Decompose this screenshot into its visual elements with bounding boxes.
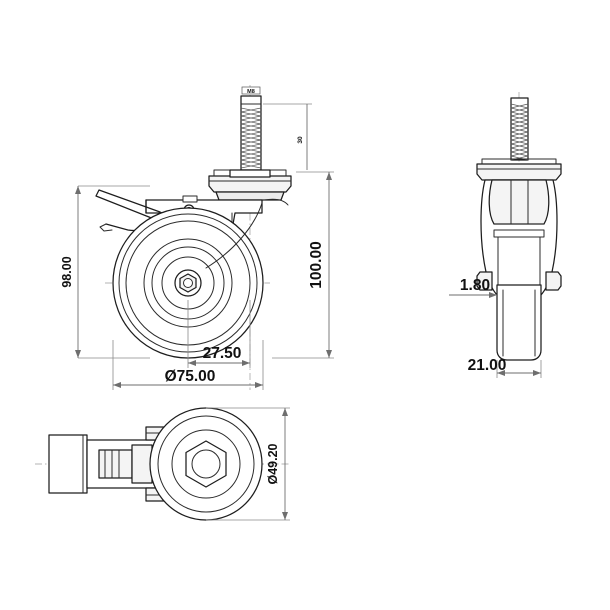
thread-spec-label: M8 [247,89,255,95]
front-view-swivel-caster-with-brake: M8 [60,85,334,390]
dimension-2750-label: 27.50 [203,345,242,362]
arrow-100-top [326,172,332,180]
side-threaded-stem [510,97,529,161]
side-wheel [496,284,542,361]
caster-wheel [112,207,264,359]
stem-body [240,95,262,171]
side-plate-body [476,163,562,181]
dimension-plate-thickness: 1.80 [449,277,497,298]
dimension-swivel-diameter: Ø49.20 [206,407,290,521]
dimension-total-height: 100.00 [272,171,334,359]
swivel-top-plate [208,169,292,201]
dimension-overall-height: 98.00 [60,185,150,359]
swivel-offset-tail [263,198,289,206]
fork-boss [182,195,198,203]
dimension-98-label: 98.00 [60,256,74,287]
top-plate-body [208,175,292,193]
threaded-stem: M8 [240,86,262,171]
bottom-circle-2 [157,415,255,513]
side-axle-plate [493,229,545,238]
bottom-bore-circle [191,449,221,479]
swivel-offset-arc [205,202,263,269]
bottom-view-caster: Ø49.20 [35,407,290,521]
arrow-2750-right [242,360,250,366]
arrow-75-right [255,382,263,388]
dimension-stem-length: 30 [263,103,312,170]
side-wheel-body [496,284,542,361]
brake-lever-tip [99,223,113,232]
bracket-boss [131,444,153,484]
axle-bore [183,278,193,288]
arrow-4920-top [282,408,288,416]
arrow-98-bottom [75,350,81,358]
side-thread-helix [510,103,529,161]
arrow-4920-bottom [282,512,288,520]
brake-pedal-body [48,434,88,494]
axle-nut-left [476,271,493,291]
dimension-100-label: 100.00 [308,241,325,288]
side-stem-body [510,97,529,161]
bottom-brake-pedal [48,434,88,494]
dimension-180-label: 1.80 [460,277,490,294]
dimension-30-label: 30 [297,136,304,144]
arrow-98-top [75,186,81,194]
dimension-wheel-diameter: Ø75.00 [112,340,264,390]
side-swivel-dome [488,179,550,225]
arrow-21-left [497,370,505,376]
arrow-100-bottom [326,350,332,358]
arrow-21-right [533,370,541,376]
thread-spec-box [241,86,261,95]
dimension-21-label: 21.00 [468,357,507,374]
swivel-cap [229,169,271,178]
side-top-plate [476,158,562,181]
bottom-circle-3 [171,429,241,499]
side-axle-bolts [476,271,562,291]
side-view-caster: 1.80 21.00 [449,92,562,378]
axle-nut-right [545,271,562,291]
bracket-inner-block [98,449,133,479]
arrow-180 [489,292,497,298]
thread-helix [240,107,262,169]
dimension-75-label: Ø75.00 [165,368,216,385]
dimension-offset: 27.50 [187,300,251,368]
arrow-2750-left [188,360,196,366]
bottom-bracket-arm [86,439,171,489]
dimension-wheel-width: 21.00 [468,357,542,378]
arrow-75-left [113,382,121,388]
dimension-4920-label: Ø49.20 [266,443,280,484]
bottom-wheel-circles [149,407,263,521]
side-plate-cap [481,158,557,165]
